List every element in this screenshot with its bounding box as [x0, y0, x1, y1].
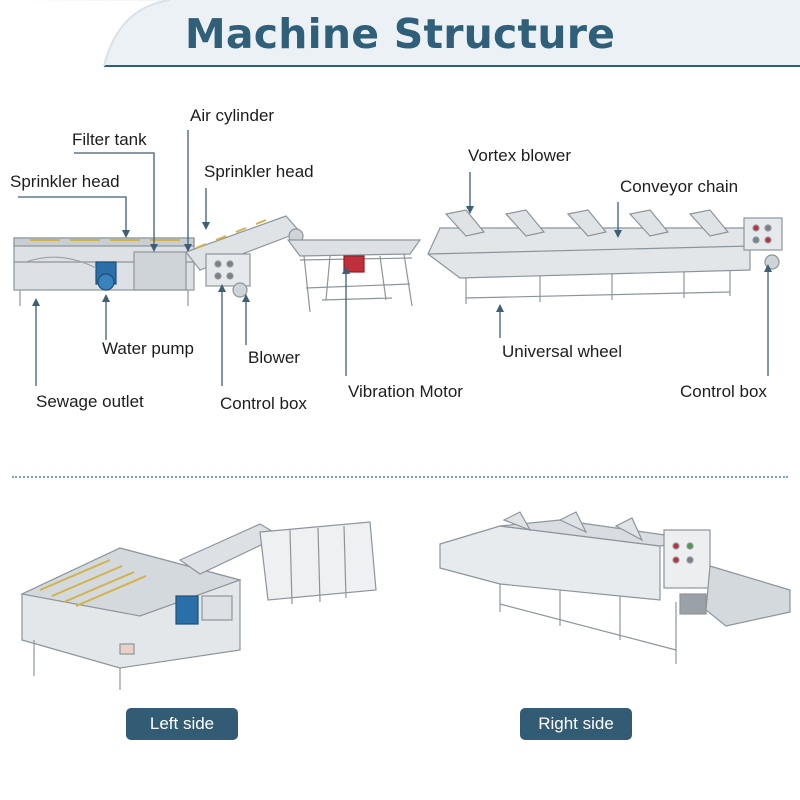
header-band: Machine Structure — [0, 0, 800, 68]
page-title: Machine Structure — [184, 10, 616, 58]
label-vortex-blower: Vortex blower — [468, 146, 571, 165]
left-side-view-illustration — [20, 521, 377, 690]
air-dryer-illustration — [427, 209, 783, 304]
label-universal-wheel: Universal wheel — [502, 342, 622, 361]
label-sprinkler-head-left: Sprinkler head — [10, 172, 120, 191]
label-conveyor-chain: Conveyor chain — [620, 177, 739, 196]
label-control-box-right: Control box — [680, 382, 767, 401]
section-divider — [12, 476, 788, 478]
washing-machine-illustration — [13, 215, 304, 306]
left-side-caption: Left side — [126, 708, 238, 740]
label-air-cylinder: Air cylinder — [190, 106, 275, 125]
right-side-caption: Right side — [520, 708, 632, 740]
label-water-pump: Water pump — [102, 339, 194, 358]
leader-arrows — [32, 206, 772, 312]
label-sewage-outlet: Sewage outlet — [36, 392, 144, 411]
label-control-box-left: Control box — [220, 394, 307, 413]
header-background — [0, 0, 800, 67]
right-side-view-illustration — [439, 511, 791, 664]
label-blower: Blower — [248, 348, 300, 367]
vibration-table-illustration — [286, 239, 422, 313]
label-sprinkler-head-right: Sprinkler head — [204, 162, 314, 181]
label-vibration-motor: Vibration Motor — [348, 382, 463, 401]
label-filter-tank: Filter tank — [72, 130, 147, 149]
